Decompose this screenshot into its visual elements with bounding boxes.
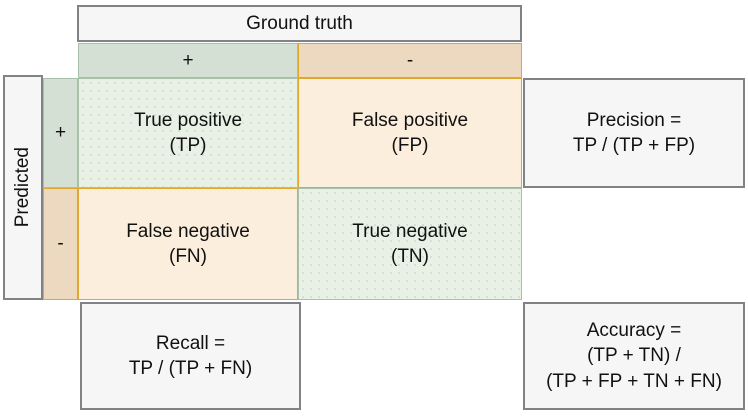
- ground-truth-negative-header: -: [298, 43, 522, 78]
- metric-recall: Recall = TP / (TP + FN): [80, 302, 301, 410]
- ground-truth-header: Ground truth: [77, 5, 522, 42]
- cell-true-positive: True positive (TP): [78, 78, 298, 188]
- predicted-header-label: Predicted: [12, 147, 34, 228]
- predicted-positive-header: +: [43, 78, 78, 188]
- ground-truth-positive-header: +: [78, 43, 298, 78]
- metric-precision: Precision = TP / (TP + FP): [523, 78, 745, 188]
- cell-false-negative: False negative (FN): [78, 188, 298, 300]
- metric-accuracy: Accuracy = (TP + TN) / (TP + FP + TN + F…: [523, 302, 745, 410]
- predicted-negative-header: -: [43, 188, 78, 300]
- predicted-header: Predicted: [3, 75, 43, 300]
- cell-false-positive: False positive (FP): [298, 78, 522, 188]
- cell-true-negative: True negative (TN): [298, 188, 522, 300]
